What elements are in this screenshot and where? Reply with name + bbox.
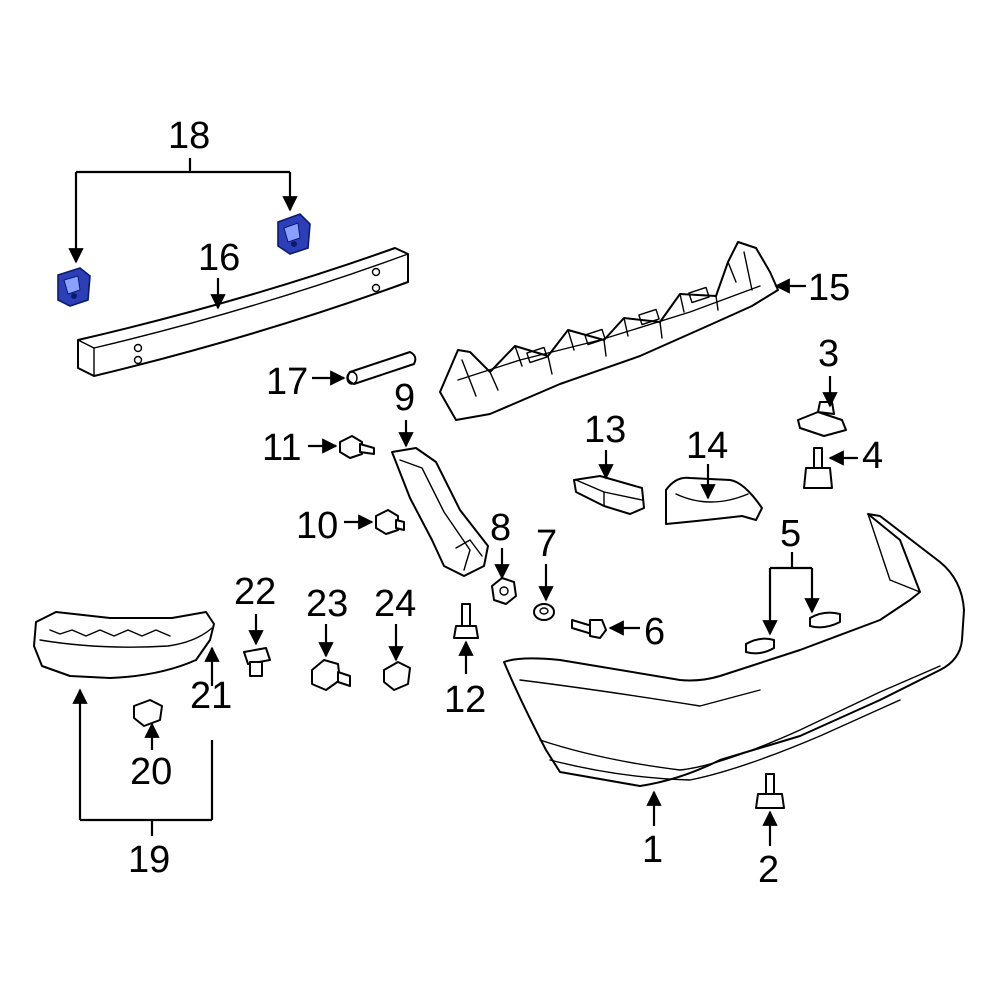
part-22-push-pin[interactable] (243, 647, 271, 677)
part-18-right-bracket[interactable] (277, 213, 311, 255)
callout-7: 7 (536, 523, 557, 565)
part-4-stud[interactable] (803, 447, 833, 489)
callout-5: 5 (780, 513, 801, 555)
callout-16: 16 (198, 237, 240, 279)
callout-20: 20 (130, 751, 172, 793)
callout-10: 10 (296, 505, 338, 547)
part-19-side-retainer[interactable] (33, 611, 215, 679)
callout-labels: 18 16 17 15 9 11 10 13 14 3 4 8 7 6 5 12… (128, 115, 883, 891)
leader-lines (68, 158, 858, 846)
callout-6: 6 (644, 611, 665, 653)
callout-18: 18 (168, 115, 210, 157)
part-17-rod[interactable] (346, 351, 417, 385)
part-14-bracket[interactable] (665, 476, 763, 525)
part-5-pads[interactable] (745, 611, 841, 655)
callout-2: 2 (758, 849, 779, 891)
callout-17: 17 (266, 361, 308, 403)
part-7-washer[interactable] (533, 603, 555, 621)
part-10-nut[interactable] (375, 509, 405, 535)
part-16-impact-bar[interactable] (77, 247, 409, 377)
callout-4: 4 (862, 435, 883, 477)
part-15-energy-absorber[interactable] (439, 241, 779, 421)
part-20-clip[interactable] (133, 699, 163, 727)
callout-13: 13 (584, 409, 626, 451)
callout-23: 23 (306, 583, 348, 625)
part-11-bolt[interactable] (339, 435, 375, 459)
callout-11: 11 (262, 427, 301, 469)
callout-21: 21 (190, 675, 232, 717)
callout-3: 3 (818, 333, 839, 375)
part-12-stud[interactable] (453, 603, 479, 639)
callout-9: 9 (394, 377, 415, 419)
part-9-side-bracket[interactable] (391, 447, 489, 577)
callout-8: 8 (490, 507, 511, 549)
part-1-bumper-cover[interactable] (503, 513, 965, 787)
callout-15: 15 (808, 267, 850, 309)
part-2-stud[interactable] (755, 773, 785, 809)
callout-19: 19 (128, 839, 170, 881)
part-8-nut[interactable] (491, 577, 517, 605)
callout-24: 24 (374, 583, 416, 625)
callout-12: 12 (444, 679, 486, 721)
part-23-bolt[interactable] (311, 659, 351, 691)
part-3-clip[interactable] (797, 401, 847, 437)
callout-1: 1 (642, 829, 663, 871)
part-13-bracket[interactable] (573, 475, 645, 515)
part-6-screw[interactable] (571, 619, 607, 639)
callout-22: 22 (234, 571, 276, 613)
part-18-left-bracket[interactable] (57, 267, 91, 307)
part-24-clip[interactable] (383, 661, 411, 691)
callout-14: 14 (686, 425, 728, 467)
